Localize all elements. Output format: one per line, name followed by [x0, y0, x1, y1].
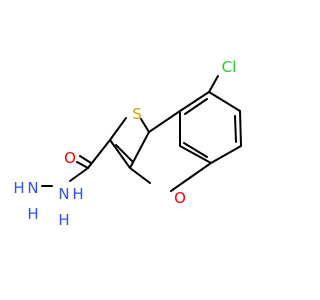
bond	[109, 117, 127, 141]
bond	[69, 167, 89, 182]
atom-label-o: O	[174, 189, 186, 207]
bond	[109, 139, 131, 169]
bond	[183, 142, 208, 158]
bond	[79, 155, 92, 164]
thiophene-ring	[109, 117, 150, 169]
bond	[208, 91, 241, 112]
atom-label-n: N	[27, 179, 38, 197]
atom-label-cl: Cl	[222, 58, 237, 76]
structure-canvas: Cl S O O H N H N H H	[13, 58, 242, 229]
bond	[208, 75, 219, 93]
bond	[184, 98, 208, 115]
bond	[76, 161, 89, 169]
bond	[115, 144, 133, 162]
bond	[239, 110, 242, 147]
bond	[179, 91, 210, 112]
atom-label-h: H	[72, 185, 83, 203]
bond	[234, 115, 237, 143]
benzene-ring	[179, 91, 242, 164]
carbohydrazide-group	[41, 139, 111, 187]
bond	[129, 167, 151, 184]
molecule-drawing: Cl S O O H N H N H H	[13, 58, 242, 229]
atom-label-h: H	[58, 211, 69, 229]
bond	[148, 110, 181, 133]
atom-label-s: S	[132, 105, 142, 123]
bond	[140, 118, 150, 133]
atom-label-h: H	[27, 205, 38, 223]
pyran-ring	[129, 110, 212, 192]
bond	[129, 131, 150, 169]
bond	[170, 162, 212, 192]
atom-label-n: N	[58, 185, 69, 203]
atom-label-o: O	[64, 149, 76, 167]
bond	[179, 145, 212, 164]
bond	[210, 145, 242, 164]
atom-label-h: H	[13, 179, 24, 197]
